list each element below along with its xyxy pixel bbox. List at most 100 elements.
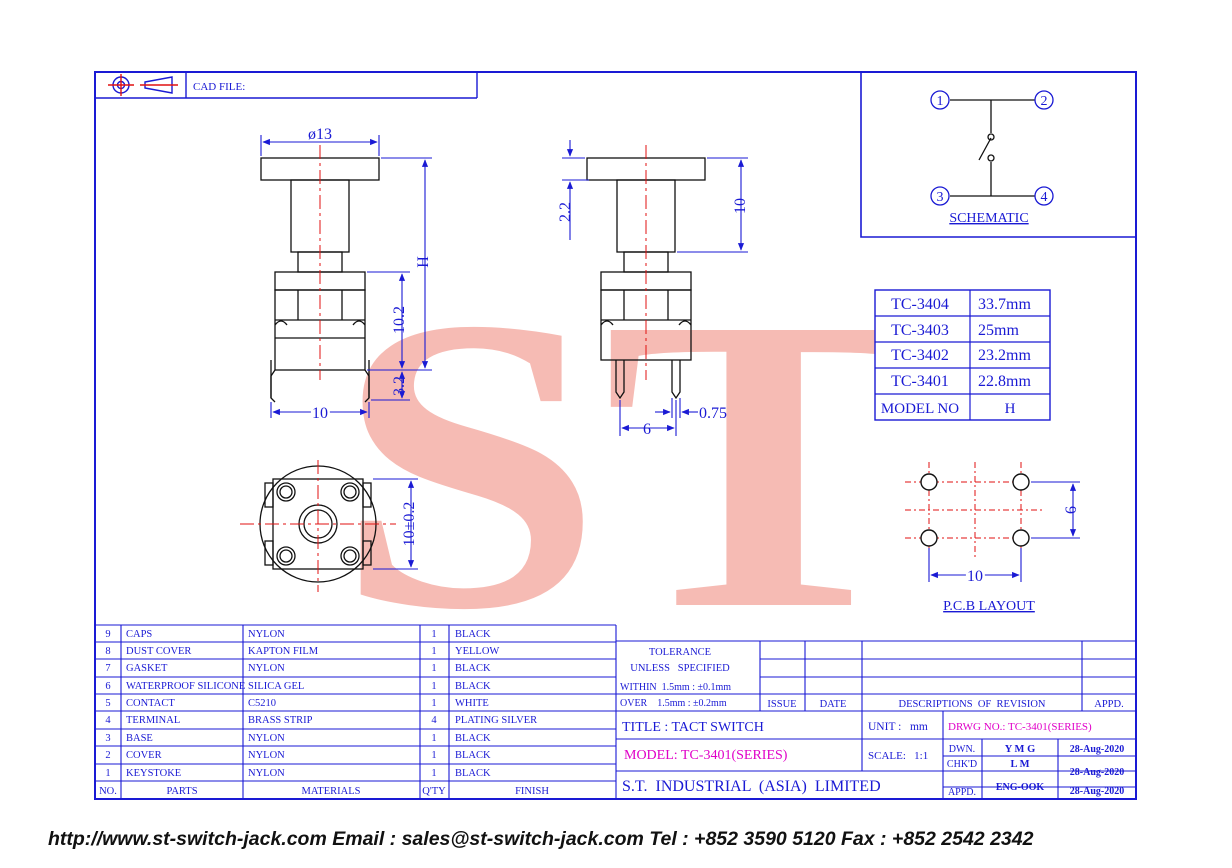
drawing-title: TITLE : TACT SWITCH [622,720,764,735]
bottom-view-centerlines [240,460,396,592]
cad-file-header [95,72,478,99]
revision-description-header: DESCRIPTIONS OF REVISION [898,699,1045,710]
bom-row-part: CONTACT [126,698,175,709]
schematic-pin-1: 1 [937,94,944,109]
height-model-4: TC-3401 [891,373,949,390]
dim-body-width: 10 [312,405,328,422]
schematic-pin-3: 3 [937,190,944,205]
issue-header: ISSUE [767,699,796,710]
chkd-label: CHK'D [947,759,977,770]
bom-row-qty: 1 [431,768,436,779]
bom-row-no: 3 [105,733,110,744]
bom-header-materials: MATERIALS [302,786,361,797]
bom-row-material: NYLON [248,750,285,761]
appd-label: APPD. [948,787,976,798]
height-value-3: 23.2mm [978,347,1031,364]
title-block: TOLERANCE UNLESS SPECIFIED WITHIN 1.5mm … [620,647,1124,798]
title-block-grid [616,640,1136,799]
chkd-date: 28-Aug-2020 [1070,767,1124,778]
height-model-1: TC-3404 [891,296,949,313]
bom-row-part: TERMINAL [126,715,180,726]
bom-row-material: NYLON [248,768,285,779]
bom-row-qty: 1 [431,733,436,744]
unit-label: UNIT : mm [868,721,928,733]
dim-cap-diameter: ø13 [308,126,332,143]
height-value-4: 22.8mm [978,373,1031,390]
bom-row-finish: BLACK [455,768,491,779]
bom-row-finish: YELLOW [455,646,499,657]
bom-row-no: 6 [105,681,110,692]
appd-date: 28-Aug-2020 [1070,786,1124,797]
side-view-dimensions [562,140,748,436]
bom-row-material: KAPTON FILM [248,646,319,657]
tolerance-within: WITHIN 1.5mm : ±0.1mm [620,682,731,693]
bom-row-qty: 1 [431,629,436,640]
dwn-label: DWN. [949,744,975,755]
height-model-3: TC-3402 [891,347,949,364]
bom-row-no: 7 [105,663,110,674]
dwn-name: Y M G [1005,744,1036,755]
tolerance-over: OVER 1.5mm : ±0.2mm [620,698,727,709]
bom-row-qty: 4 [431,715,437,726]
bom-row-qty: 1 [431,750,436,761]
bom-row-finish: PLATING SILVER [455,715,537,726]
date-header: DATE [820,699,847,710]
pcb-dim-vertical: 6 [1063,506,1080,514]
bom-row-part: KEYSTOKE [126,768,181,779]
tolerance-subtitle: UNLESS SPECIFIED [630,663,730,674]
height-value-1: 33.7mm [978,296,1031,313]
bom-row-part: CAPS [126,629,152,640]
bom-row-material: NYLON [248,733,285,744]
bom-header-no: NO. [99,786,117,797]
schematic-pin-4: 4 [1041,190,1048,205]
bom-row-finish: BLACK [455,629,491,640]
bom-row-no: 2 [105,750,110,761]
bom-row-finish: WHITE [455,698,489,709]
bom-row-material: C5210 [248,698,276,709]
bottom-view-dimensions [373,478,418,570]
dim-body-height: 10.2 [391,306,408,334]
bom-row-material: NYLON [248,663,285,674]
bom-header-finish: FINISH [515,786,549,797]
st-watermark: ST [335,231,925,696]
dim-pin-width: 0.75 [699,405,727,422]
bom-row-part: WATERPROOF SILICONE [126,681,245,692]
height-table: TC-3404 33.7mm TC-3403 25mm TC-3402 23.2… [874,289,1051,421]
dim-bottom-width: 10±0.2 [401,502,418,547]
bom-row-qty: 1 [431,663,436,674]
bom-row-part: BASE [126,733,153,744]
contact-footer: http://www.st-switch-jack.com Email : sa… [48,828,1034,850]
bom-table [95,624,617,799]
bom-header: NO. PARTS MATERIALS Q'TY FINISH [99,786,549,797]
bom-header-parts: PARTS [166,786,197,797]
bom-row-no: 9 [105,629,110,640]
bom-row-finish: BLACK [455,733,491,744]
height-header-value: H [1005,401,1016,417]
company-name: S.T. INDUSTRIAL (ASIA) LIMITED [622,778,881,795]
height-value-2: 25mm [978,322,1019,339]
dwn-date: 28-Aug-2020 [1070,744,1124,755]
front-view-dimensions [260,135,432,418]
pcb-dim-horizontal: 10 [967,568,983,585]
dim-pin-pitch: 6 [643,421,651,438]
bom-header-qty: Q'TY [422,786,446,797]
height-header-model: MODEL NO [881,401,959,417]
cad-file-label: CAD FILE: [193,81,245,93]
bom-row-no: 1 [105,768,110,779]
bom-row-no: 4 [105,715,111,726]
dim-height: H [415,256,432,268]
bom-row-qty: 1 [431,681,436,692]
schematic-label: SCHEMATIC [949,211,1028,226]
bom-row-finish: BLACK [455,663,491,674]
bom-row-no: 8 [105,646,110,657]
appd-name: ENG-OOK [996,782,1045,793]
tolerance-title: TOLERANCE [649,647,711,658]
pcb-layout: 6 10 P.C.B LAYOUT [905,462,1080,614]
schematic-pin-2: 2 [1041,94,1048,109]
bom-row-qty: 1 [431,698,436,709]
bom-row-no: 5 [105,698,110,709]
bom-row-finish: BLACK [455,750,491,761]
bom-row-part: DUST COVER [126,646,191,657]
bom-row-qty: 1 [431,646,436,657]
